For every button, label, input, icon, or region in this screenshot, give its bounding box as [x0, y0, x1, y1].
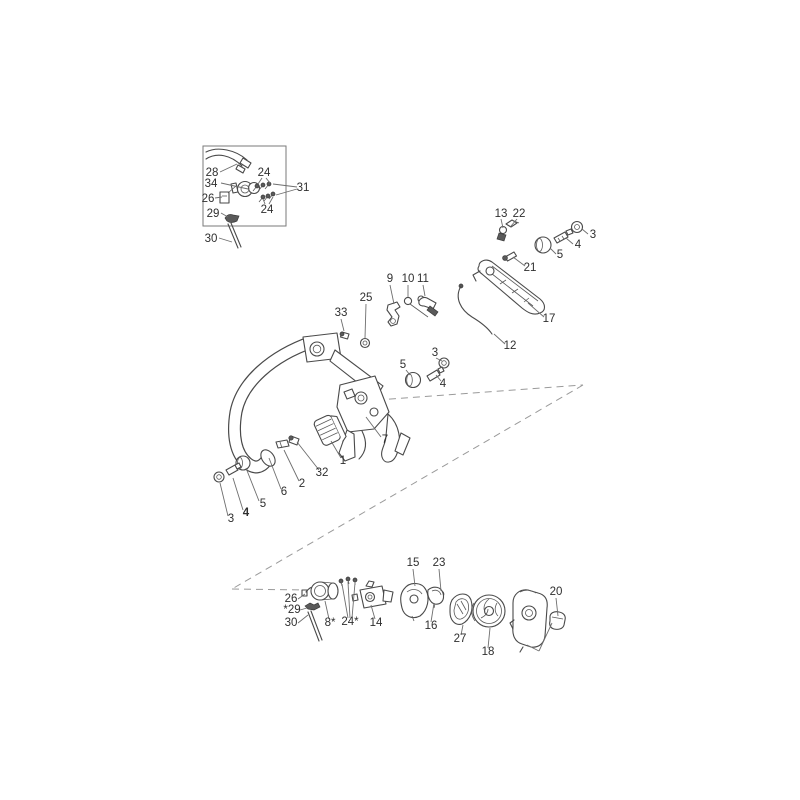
- callout-3-mid: 3: [432, 347, 438, 359]
- part-32-screw-drawing: [288, 435, 300, 446]
- part-30-inset-drawing: [227, 222, 242, 249]
- callout-inset-30: 30: [205, 233, 218, 245]
- part-25-nut-drawing: [359, 337, 371, 349]
- callout-21: 21: [524, 262, 537, 274]
- callout-inset-26: 26: [202, 193, 215, 205]
- callout-1: 1: [340, 455, 346, 467]
- part-24-bottom-screws-drawing: [338, 576, 358, 587]
- callout-3-top: 3: [590, 229, 596, 241]
- callout-17: 17: [543, 313, 556, 325]
- part-27-gasket-drawing: [449, 593, 473, 625]
- part-22-drawing: [505, 219, 520, 228]
- part-starter-cover-drawing: [509, 589, 548, 653]
- callout-18: 18: [482, 646, 495, 658]
- part-34-switch-drawing: [230, 180, 261, 198]
- callout-24-bottom: 24*: [341, 616, 359, 628]
- callout-16: 16: [425, 620, 438, 632]
- part-7-trigger-housing-drawing: [329, 349, 411, 463]
- callout-inset-29: 29: [207, 208, 220, 220]
- part-13-drawing: [496, 225, 508, 242]
- callout-6: 6: [281, 486, 287, 498]
- part-5-mid-bushing-drawing: [404, 371, 422, 389]
- part-11-spring-lever-drawing: [417, 295, 439, 317]
- part-18-starter-pulley-drawing: [471, 594, 506, 628]
- callout-4-top: 4: [575, 239, 582, 251]
- callout-5-top: 5: [557, 249, 563, 261]
- callout-inset-24-upper: 24: [258, 167, 271, 179]
- callout-25: 25: [360, 292, 373, 304]
- callout-27: 27: [454, 633, 467, 645]
- part-front-handle-tube-drawing: [227, 335, 319, 474]
- callout-29-bottom: *29: [283, 604, 300, 616]
- part-21-screw-drawing: [502, 251, 518, 262]
- callout-2: 2: [299, 478, 305, 490]
- callout-14: 14: [370, 617, 383, 629]
- part-16-cover-drawing: [427, 586, 445, 609]
- part-1-grip-pad-drawing: [313, 414, 347, 446]
- callout-8: 8*: [325, 617, 336, 629]
- callout-10: 10: [402, 273, 415, 285]
- part-29-bottom-clip-drawing: [304, 602, 321, 611]
- part-15-plate-drawing: [400, 582, 429, 622]
- part-33-screw-drawing: [339, 331, 350, 340]
- callout-7: 7: [382, 434, 388, 446]
- part-3-top-nut-drawing: [570, 220, 584, 234]
- callout-26-bottom: 26: [285, 593, 298, 605]
- callout-15: 15: [407, 557, 420, 569]
- callout-inset-31: 31: [297, 182, 310, 194]
- callout-4-left: 4: [243, 507, 250, 519]
- part-29-inset-drawing: [224, 214, 240, 223]
- leader-lines: [214, 163, 589, 652]
- callout-22: 22: [513, 208, 526, 220]
- part-handle-top-mount-drawing: [302, 332, 342, 363]
- callout-13: 13: [495, 208, 508, 220]
- callout-12: 12: [504, 340, 517, 352]
- screw-icon: [252, 181, 276, 203]
- part-4-top-bolt-drawing: [553, 228, 574, 244]
- part-26-inset-drawing: [219, 185, 237, 204]
- part-28-cables-drawing: [205, 148, 252, 174]
- part-3-mid-nut-drawing: [438, 357, 450, 369]
- callout-32: 32: [316, 467, 329, 479]
- part-24-screw-clusters-drawing: [252, 181, 276, 203]
- detail-reference-lines: [231, 384, 584, 591]
- part-9-throttle-lever-drawing: [386, 301, 401, 327]
- callout-labels: 28 34 26 29 30 24 24 31 13 22 3 4 5 21 1…: [202, 167, 597, 658]
- part-4-mid-bolt-drawing: [426, 366, 445, 382]
- part-4-left-bolt-drawing: [225, 462, 242, 476]
- callout-inset-34: 34: [205, 178, 218, 190]
- callout-5-left: 5: [260, 498, 266, 510]
- callout-23: 23: [433, 557, 446, 569]
- callout-inset-28: 28: [206, 167, 219, 179]
- part-10-nut-pin-drawing: [403, 296, 429, 318]
- part-14-bracket-drawing: [351, 580, 394, 609]
- callout-inset-24-lower: 24: [261, 204, 274, 216]
- callout-9: 9: [387, 273, 393, 285]
- callout-5-mid: 5: [400, 359, 406, 371]
- part-8-knob-drawing: [310, 581, 339, 601]
- part-5-top-bushing-drawing: [534, 236, 552, 254]
- callout-11: 11: [417, 273, 429, 285]
- part-12-wire-drawing: [457, 283, 493, 335]
- callout-4-mid: 4: [440, 378, 447, 390]
- callout-20: 20: [550, 586, 563, 598]
- part-2-spacer-drawing: [275, 439, 290, 449]
- part-30-bottom-rod-drawing: [307, 610, 323, 642]
- callout-3-left: 3: [228, 513, 234, 525]
- part-3-left-washer-drawing: [213, 471, 225, 483]
- callout-30-bottom: 30: [285, 617, 298, 629]
- callout-33: 33: [335, 307, 348, 319]
